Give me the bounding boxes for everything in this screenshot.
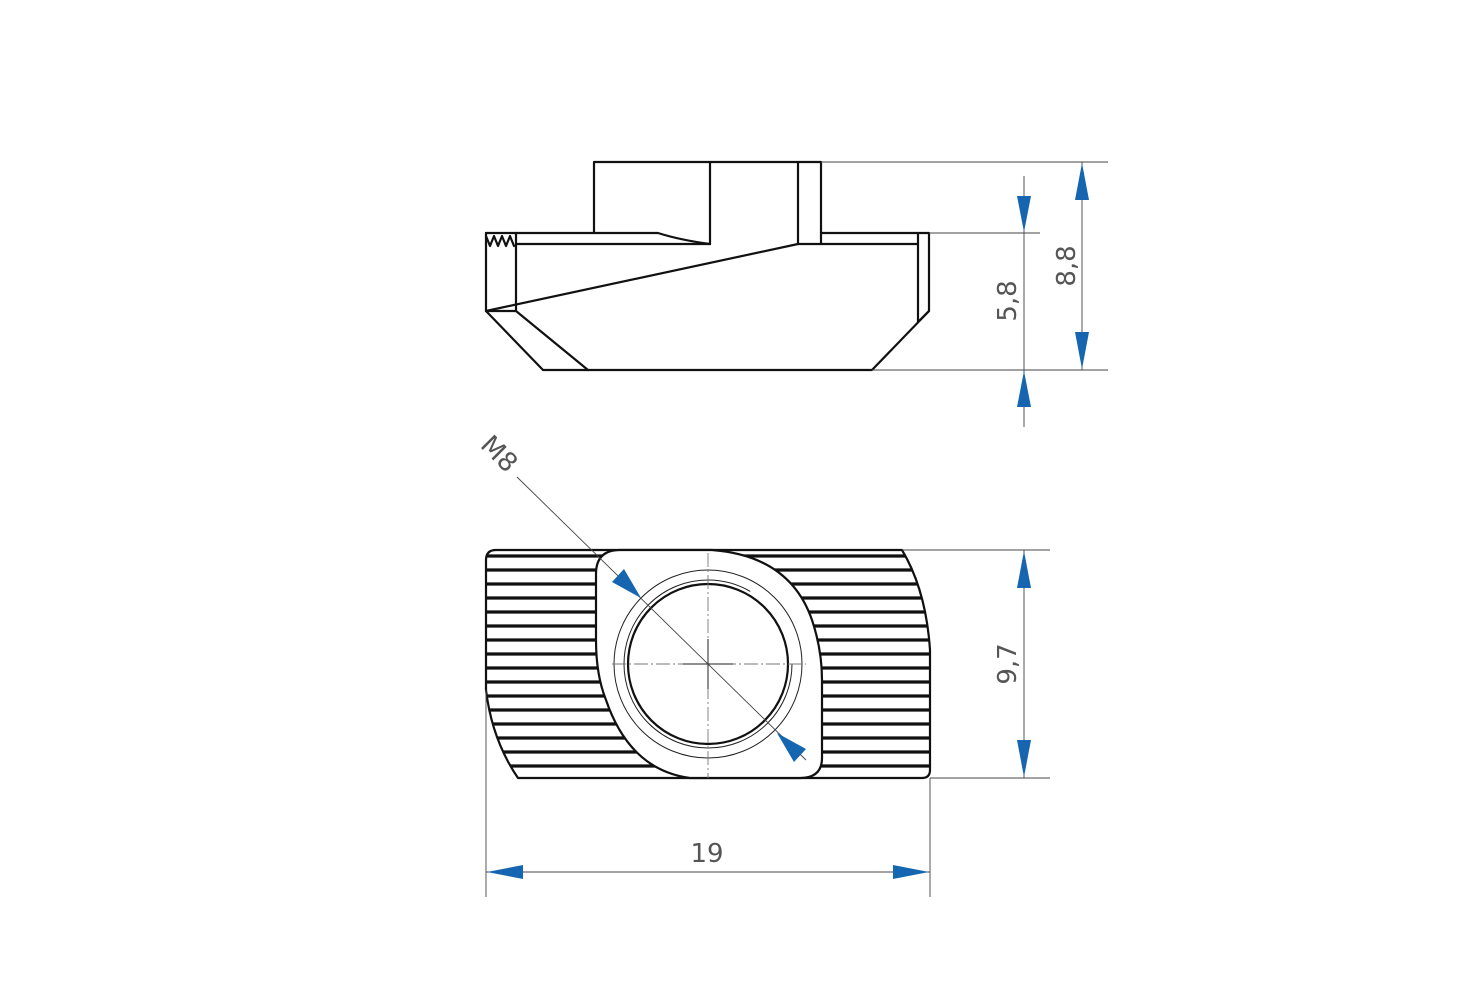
arrow-total-height-bottom bbox=[1075, 332, 1089, 369]
arrow-length-right bbox=[893, 865, 929, 879]
dim-label-thread: M8 bbox=[474, 430, 523, 479]
neck-block-outline bbox=[592, 160, 823, 235]
arrow-thread-upper bbox=[612, 569, 641, 598]
arrow-thread-lower bbox=[777, 733, 806, 762]
top-view bbox=[484, 548, 932, 780]
side-view-dimensions: 8,8 5,8 bbox=[821, 161, 1108, 427]
side-view bbox=[484, 160, 931, 372]
chamfer-right-line bbox=[916, 309, 931, 324]
dim-label-body-height: 5,8 bbox=[993, 280, 1023, 321]
dim-label-total-height: 8,8 bbox=[1052, 245, 1082, 286]
top-view-dimensions: M8 9,7 19 bbox=[474, 430, 1050, 897]
thread-leader-line bbox=[516, 476, 807, 761]
arrow-length-left bbox=[487, 865, 523, 879]
arrow-width-bottom bbox=[1017, 740, 1031, 777]
arrow-body-height-top bbox=[1017, 196, 1031, 232]
spring-zigzag bbox=[484, 234, 516, 248]
body-outline bbox=[484, 231, 931, 372]
nut-top-outline bbox=[484, 548, 932, 780]
arrow-body-height-bottom bbox=[1017, 371, 1031, 407]
arrow-total-height-top bbox=[1075, 163, 1089, 200]
dim-label-width: 9,7 bbox=[993, 643, 1023, 684]
arrow-width-top bbox=[1017, 551, 1031, 588]
dim-label-length: 19 bbox=[690, 839, 723, 869]
